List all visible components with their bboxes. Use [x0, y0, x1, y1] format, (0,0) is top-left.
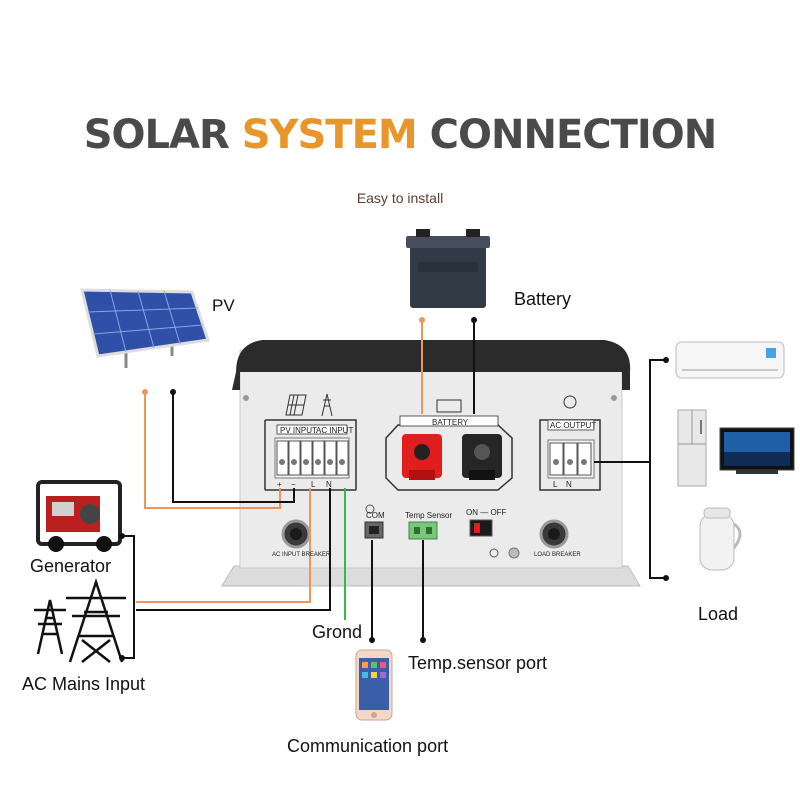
- com-port: [364, 521, 384, 539]
- ac-output-label: AC OUTPUT: [550, 421, 597, 430]
- screw-icon: [243, 395, 249, 401]
- bulb-icon: [563, 395, 577, 409]
- ac-output-block: [539, 395, 601, 491]
- ac-input-l-label: L: [311, 480, 316, 489]
- generator-label: Generator: [30, 556, 112, 576]
- terminal-block: [274, 437, 350, 479]
- solar-panel-small-icon: [285, 394, 307, 416]
- source-bracket-wire: [122, 535, 135, 659]
- page-title: SOLAR SYSTEM CONNECTION: [0, 112, 800, 158]
- pylon-small-icon: [321, 393, 333, 417]
- title-word-solar: SOLAR: [83, 112, 230, 158]
- title-word-system: SYSTEM: [241, 112, 418, 158]
- load-bracket-wire: [649, 359, 666, 579]
- temp-sensor-label: Temp.sensor port: [408, 653, 548, 673]
- battery-panel-label: BATTERY: [432, 418, 469, 427]
- generator-icon: [36, 480, 122, 552]
- battery-negative-terminal: [462, 434, 502, 480]
- ac-output-n-label: N: [566, 480, 572, 489]
- ac-input-label: AC INPUT: [316, 426, 354, 435]
- wires: [122, 320, 666, 659]
- load-label: Load: [698, 604, 739, 624]
- ac-input-l-wire: [136, 488, 311, 603]
- pv-label: PV: [212, 296, 235, 315]
- pv-negative-wire: [172, 392, 295, 503]
- electric-kettle-icon: [699, 507, 742, 571]
- battery-icon: [406, 229, 490, 308]
- switch-label: ON — OFF: [466, 508, 507, 517]
- communication-label: Communication port: [287, 736, 449, 756]
- ground-screw-icon: [508, 547, 520, 559]
- television-icon: [719, 427, 795, 474]
- power-pylon-icon: [34, 577, 126, 663]
- battery-positive-terminal: [402, 434, 442, 480]
- temp-sensor-panel-label: Temp Sensor: [405, 511, 453, 520]
- ac-output-l-label: L: [553, 480, 558, 489]
- smartphone-icon: [355, 649, 393, 721]
- ac-input-breaker: [281, 519, 311, 549]
- ground-icon: [489, 548, 499, 558]
- wire-endpoints: [119, 317, 669, 661]
- pv-plus-label: +: [277, 480, 282, 489]
- pv-positive-wire: [144, 392, 281, 509]
- refrigerator-icon: [677, 409, 707, 487]
- pv-input-label: PV INPUT: [280, 426, 317, 435]
- ac-mains-label: AC Mains Input: [22, 674, 146, 694]
- battery-terminal-block: [385, 399, 513, 491]
- battery-label: Battery: [514, 289, 572, 309]
- air-conditioner-icon: [675, 341, 785, 379]
- power-switch: [469, 519, 493, 537]
- screw-icon: [611, 395, 617, 401]
- ac-input-n-wire: [136, 488, 331, 611]
- ac-breaker-label: AC INPUT BREAKER: [272, 552, 331, 558]
- title-word-connection: CONNECTION: [429, 112, 718, 158]
- inverter-top-cover: [232, 340, 631, 390]
- inverter-base: [221, 565, 641, 587]
- subtitle: Easy to install: [356, 190, 444, 206]
- load-breaker-label: LOAD BREAKER: [534, 552, 581, 558]
- ground-label: Grond: [312, 622, 363, 642]
- pv-minus-label: −: [291, 480, 296, 489]
- inverter-unit: [221, 340, 641, 587]
- load-breaker: [539, 519, 569, 549]
- com-label: COM: [366, 511, 385, 520]
- ac-input-n-label: N: [326, 480, 332, 489]
- battery-small-icon: [436, 399, 462, 413]
- solar-panel-icon: [80, 288, 210, 368]
- temp-sensor-port: [408, 521, 438, 540]
- ground-icon: [365, 504, 375, 514]
